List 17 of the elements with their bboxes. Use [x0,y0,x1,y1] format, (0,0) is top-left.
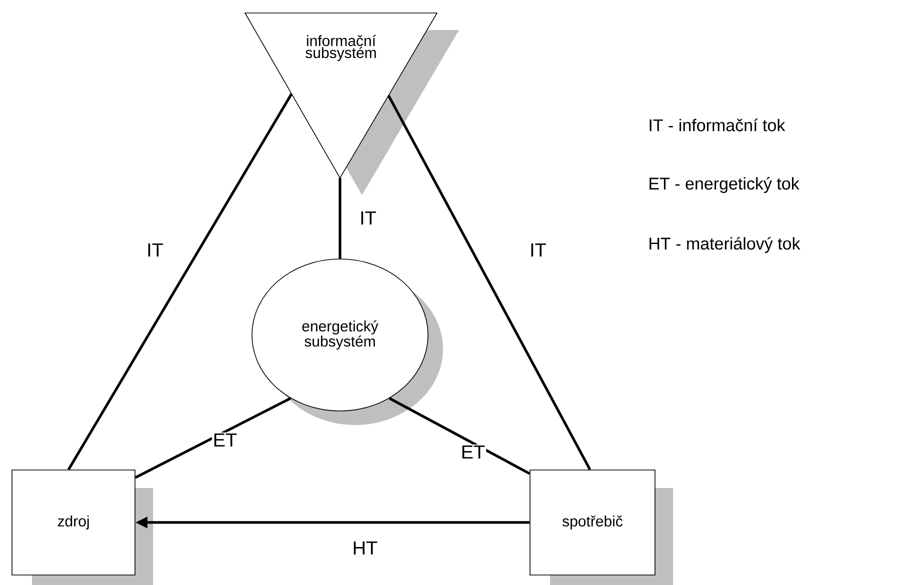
ellipse-node: energetický subsystém [252,258,443,425]
edge-label: IT [358,210,378,226]
edge-label: ET [212,432,238,448]
connector-line [387,94,592,470]
edge-label: IT [146,242,164,258]
legend-text: HT - materiálový tok [650,236,800,253]
connector-line [388,397,530,475]
connector-line [338,178,342,259]
connector-line [67,93,293,470]
box-node: spotřebič [530,470,673,585]
legend-text: ET - energetický tok [650,176,800,193]
box-node: zdroj [12,470,153,585]
edge-label: HT [351,540,379,556]
edge-label: ET [460,444,486,460]
edge-label: IT [528,242,548,258]
legend-text: IT - informační tok [650,118,786,132]
connector-line [134,397,292,479]
